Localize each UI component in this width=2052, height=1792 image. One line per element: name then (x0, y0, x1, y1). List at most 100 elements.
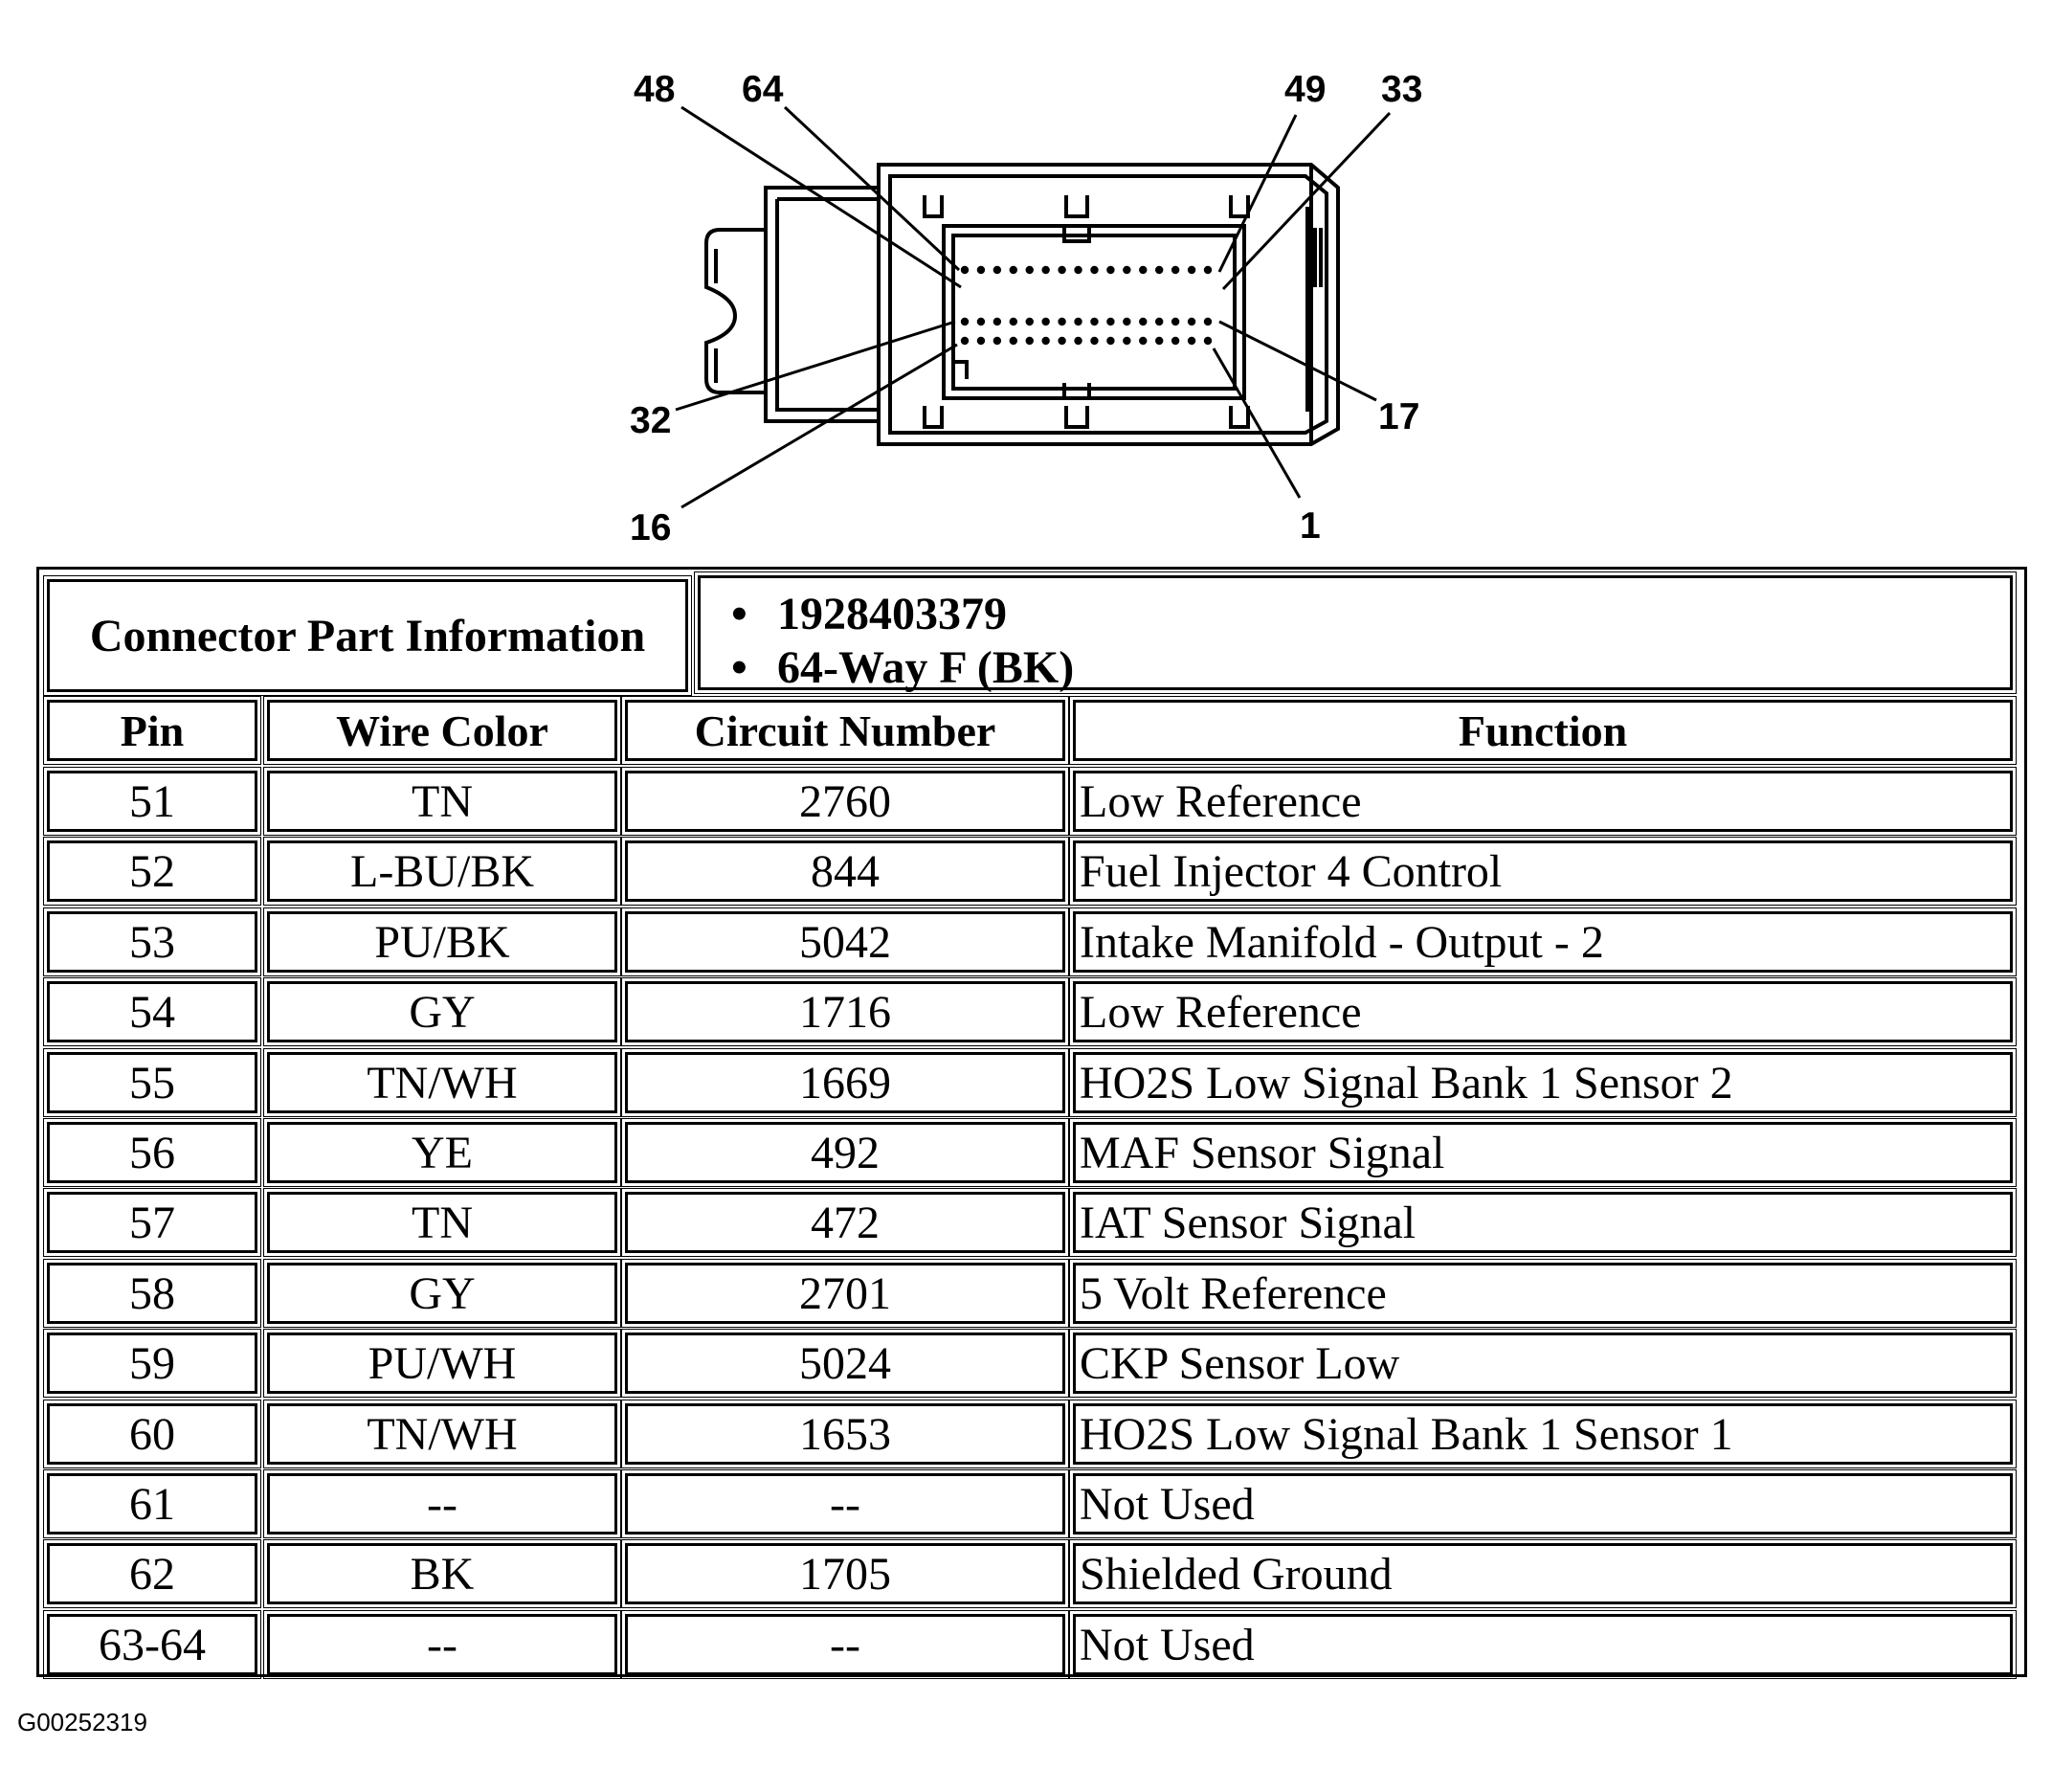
leader-lines (675, 105, 1392, 509)
pin-label-16: 16 (630, 507, 671, 549)
pin-dot (1171, 265, 1180, 275)
column-header-function: Function (1069, 696, 2017, 765)
column-header-wire-color: Wire Color (263, 696, 621, 765)
pin-label-33: 33 (1381, 69, 1422, 110)
table-cell-pin: 61 (43, 1469, 261, 1538)
pin-dot (1009, 265, 1018, 275)
table-cell-circuit-number: 5042 (621, 907, 1069, 976)
pin-dot (1090, 336, 1099, 346)
pin-dot (1187, 265, 1196, 275)
pin-dot (960, 336, 970, 346)
pin-dot (960, 265, 970, 275)
connector-info-heading-text: Connector Part Information (89, 610, 646, 661)
pin-dot (1203, 336, 1213, 346)
connector-info-heading: Connector Part Information (43, 575, 692, 696)
table-cell-pin: 58 (43, 1259, 261, 1328)
table-cell-circuit-number: 492 (621, 1118, 1069, 1187)
table-cell-function: Not Used (1069, 1469, 2017, 1538)
table-cell-wire-color: YE (263, 1118, 621, 1187)
pin-dot (1058, 317, 1066, 326)
table-cell-pin: 57 (43, 1188, 261, 1257)
column-header-circuit-number: Circuit Number (621, 696, 1069, 765)
pin-dot (1025, 336, 1034, 346)
table-cell-pin: 56 (43, 1118, 261, 1187)
pin-dot (976, 265, 986, 275)
pin-array (960, 265, 1213, 346)
pin-dot (1025, 265, 1034, 275)
pin-dot (1139, 265, 1148, 275)
pin-dot (1123, 336, 1131, 346)
table-cell-pin: 55 (43, 1048, 261, 1117)
table-cell-wire-color: PU/BK (263, 907, 621, 976)
table-cell-circuit-number: 1716 (621, 977, 1069, 1046)
table-cell-pin: 54 (43, 977, 261, 1046)
pin-dot (1155, 317, 1164, 326)
table-cell-circuit-number: 5024 (621, 1329, 1069, 1398)
table-cell-wire-color: TN (263, 1188, 621, 1257)
table-cell-pin: 52 (43, 837, 261, 906)
table-cell-circuit-number: 1669 (621, 1048, 1069, 1117)
table-cell-function: Fuel Injector 4 Control (1069, 837, 2017, 906)
table-cell-function: HO2S Low Signal Bank 1 Sensor 1 (1069, 1400, 2017, 1468)
table-cell-pin: 51 (43, 767, 261, 836)
pin-dot (1058, 336, 1066, 346)
table-cell-pin: 63-64 (43, 1610, 261, 1679)
connector-part-number: • 1928403379 (731, 588, 2010, 641)
table-cell-wire-color: -- (263, 1610, 621, 1679)
table-cell-circuit-number: 1705 (621, 1539, 1069, 1608)
table-cell-circuit-number: 2701 (621, 1259, 1069, 1328)
pin-dot (1090, 265, 1099, 275)
connector-description-text: 64-Way F (BK) (777, 642, 1075, 693)
table-cell-wire-color: TN/WH (263, 1400, 621, 1468)
pin-label-64: 64 (742, 69, 784, 110)
pin-dot (993, 265, 1002, 275)
pin-dot (1074, 336, 1082, 346)
pin-dot (1171, 336, 1180, 346)
connector-part-number-text: 1928403379 (777, 589, 1007, 639)
connector-face-diagram: 48 64 49 33 32 17 16 1 (630, 69, 1422, 549)
pin-dot (993, 336, 1002, 346)
connector-outline (704, 163, 1340, 446)
table-cell-pin: 59 (43, 1329, 261, 1398)
pin-dot (1171, 317, 1180, 326)
pin-dot (1074, 317, 1082, 326)
table-cell-function: IAT Sensor Signal (1069, 1188, 2017, 1257)
pin-dot (1187, 336, 1196, 346)
connector-description: • 64-Way F (BK) (731, 641, 2010, 695)
pin-dot (1106, 336, 1115, 346)
table-cell-function: Not Used (1069, 1610, 2017, 1679)
pin-dot (976, 336, 986, 346)
pin-label-49: 49 (1284, 69, 1326, 110)
bullet-icon: • (731, 589, 747, 639)
pin-dot (1090, 317, 1099, 326)
pin-dot (1203, 265, 1213, 275)
pin-dot (976, 317, 986, 326)
connector-info-details: • 1928403379 • 64-Way F (BK) (694, 571, 2017, 694)
table-cell-pin: 62 (43, 1539, 261, 1608)
pin-dot (1139, 317, 1148, 326)
pin-dot (1009, 317, 1018, 326)
pin-dot (1155, 336, 1164, 346)
pin-dot (1041, 317, 1050, 326)
pin-dot (1139, 336, 1148, 346)
pin-label-17: 17 (1378, 396, 1419, 437)
pin-dot (1123, 265, 1131, 275)
table-cell-wire-color: GY (263, 977, 621, 1046)
pin-label-32: 32 (630, 400, 671, 441)
table-cell-circuit-number: 2760 (621, 767, 1069, 836)
table-cell-function: MAF Sensor Signal (1069, 1118, 2017, 1187)
table-cell-circuit-number: 472 (621, 1188, 1069, 1257)
table-cell-wire-color: TN (263, 767, 621, 836)
pin-dot (1041, 336, 1050, 346)
table-cell-function: Low Reference (1069, 977, 2017, 1046)
table-cell-function: Intake Manifold - Output - 2 (1069, 907, 2017, 976)
table-cell-wire-color: L-BU/BK (263, 837, 621, 906)
pin-dot (1009, 336, 1018, 346)
table-cell-circuit-number: -- (621, 1469, 1069, 1538)
pin-dot (1123, 317, 1131, 326)
pin-dot (1106, 317, 1115, 326)
bullet-icon: • (731, 642, 747, 693)
pin-dot (1058, 265, 1066, 275)
pin-dot (960, 317, 970, 326)
table-cell-wire-color: TN/WH (263, 1048, 621, 1117)
